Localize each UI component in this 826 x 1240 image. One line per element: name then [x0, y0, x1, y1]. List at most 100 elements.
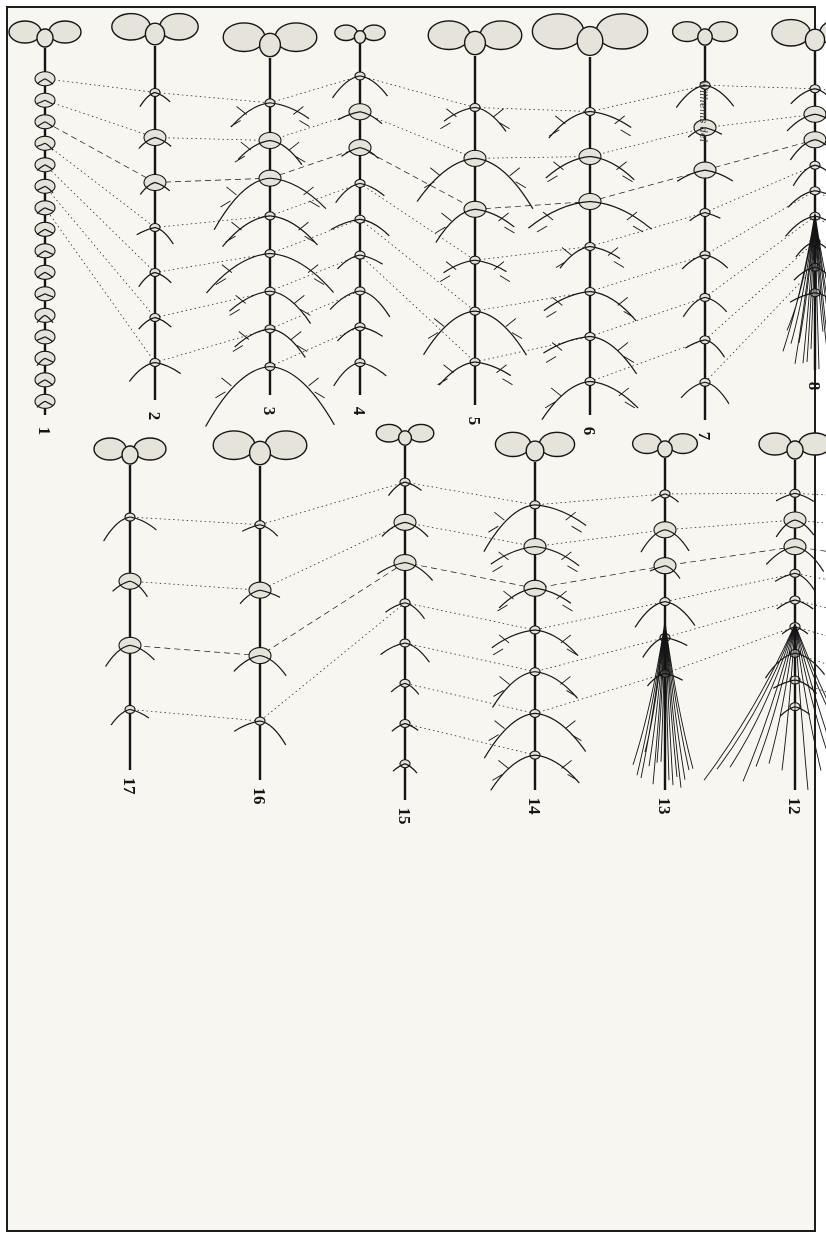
lateral-nerve — [535, 505, 586, 526]
homology-line — [475, 292, 590, 312]
homology-line — [405, 603, 535, 630]
lateral-nerve — [484, 713, 535, 758]
lateral-nerve — [270, 367, 334, 425]
lateral-nerve — [665, 602, 695, 626]
lateral-nerve — [535, 672, 577, 699]
nerve-branch — [537, 212, 553, 232]
lateral-nerve — [542, 382, 590, 420]
nerve-branch — [220, 187, 236, 207]
brain-ganglion — [94, 438, 166, 464]
homology-line — [475, 107, 590, 111]
nerve-branch — [562, 760, 578, 780]
homology-line — [665, 600, 795, 638]
nervous-system-16 — [213, 431, 307, 780]
homology-line — [665, 627, 795, 674]
homology-line — [405, 724, 535, 756]
lateral-nerve — [229, 291, 270, 311]
homology-line — [130, 709, 260, 721]
lateral-nerve — [424, 311, 475, 355]
segmental-ganglion — [355, 251, 365, 259]
homology-line — [155, 254, 270, 273]
figure-number-15: 15 — [395, 808, 414, 825]
nerve-branch — [506, 319, 522, 339]
nervous-system-6 — [528, 14, 651, 420]
lateral-nerve — [270, 254, 334, 293]
nerve-branch — [549, 116, 565, 136]
homology-line — [590, 128, 705, 157]
lateral-nerve — [222, 216, 270, 247]
lateral-nerve — [590, 382, 638, 409]
caudal-nerve — [795, 624, 826, 772]
homology-line — [705, 140, 815, 170]
homology-line — [665, 493, 795, 494]
homology-line — [45, 100, 155, 137]
homology-line — [535, 530, 665, 547]
lateral-nerve — [330, 291, 360, 310]
brain-ganglion — [759, 433, 826, 459]
figure-number-1: 1 — [35, 427, 54, 436]
homology-line — [155, 138, 270, 141]
nervous-system-12 — [704, 433, 826, 790]
nerve-branch — [618, 297, 634, 317]
homology-line — [360, 183, 475, 260]
lateral-nerve — [270, 216, 318, 245]
homology-line — [705, 165, 815, 212]
homology-line — [405, 643, 535, 672]
nerve-branch — [309, 378, 325, 398]
lateral-nerve — [590, 292, 636, 321]
nerve-branch — [438, 365, 454, 385]
nervous-system-1 — [9, 21, 81, 415]
figure-number-17: 17 — [120, 778, 139, 796]
homology-line — [270, 219, 360, 253]
nerve-branch — [230, 295, 246, 315]
lateral-nerve — [635, 602, 665, 628]
homology-line — [45, 79, 155, 93]
homology-line — [535, 673, 665, 713]
nerve-branch — [608, 248, 624, 268]
nervous-system-13 — [633, 434, 698, 790]
homology-line — [270, 183, 360, 215]
nervous-system-17 — [94, 438, 166, 770]
homology-line — [45, 122, 155, 183]
homology-line — [590, 297, 705, 336]
homology-line — [795, 573, 826, 600]
lateral-nerve — [549, 112, 590, 138]
nerve-branch — [546, 342, 562, 362]
nerve-branch — [494, 676, 510, 696]
homology-line — [665, 520, 795, 530]
nerve-branch — [560, 676, 576, 696]
brain-ganglion — [428, 21, 522, 55]
lateral-nerve — [104, 517, 130, 541]
lateral-nerve — [206, 367, 270, 427]
homology-line — [45, 143, 155, 227]
lateral-nerve — [795, 493, 814, 501]
lateral-nerve — [417, 158, 475, 201]
nerve-branch — [566, 512, 582, 532]
figure-number-4: 4 — [350, 407, 369, 416]
nerve-branch — [440, 262, 456, 282]
nerve-branch — [547, 162, 563, 182]
homology-line — [270, 76, 360, 103]
nerve-branch — [627, 212, 643, 232]
nerve-branch — [497, 591, 513, 611]
homology-line — [155, 93, 270, 103]
homology-line — [45, 165, 155, 273]
nerve-branch — [215, 378, 231, 398]
nervous-system-15 — [376, 424, 434, 800]
homology-line — [705, 85, 815, 89]
figure-number-13: 13 — [655, 798, 674, 815]
lateral-nerve — [475, 311, 526, 355]
homology-line — [155, 216, 270, 228]
lateral-nerve — [493, 672, 535, 708]
homology-line — [270, 148, 360, 179]
figure-number-7: 7 — [695, 432, 714, 441]
lateral-nerve — [535, 755, 579, 783]
lateral-nerve — [333, 76, 360, 98]
homology-line — [475, 337, 590, 363]
brain-ganglion — [772, 20, 826, 51]
nerve-branch — [557, 591, 573, 611]
homology-line — [260, 603, 405, 721]
brain-ganglion — [335, 25, 385, 43]
homology-line — [405, 563, 535, 589]
